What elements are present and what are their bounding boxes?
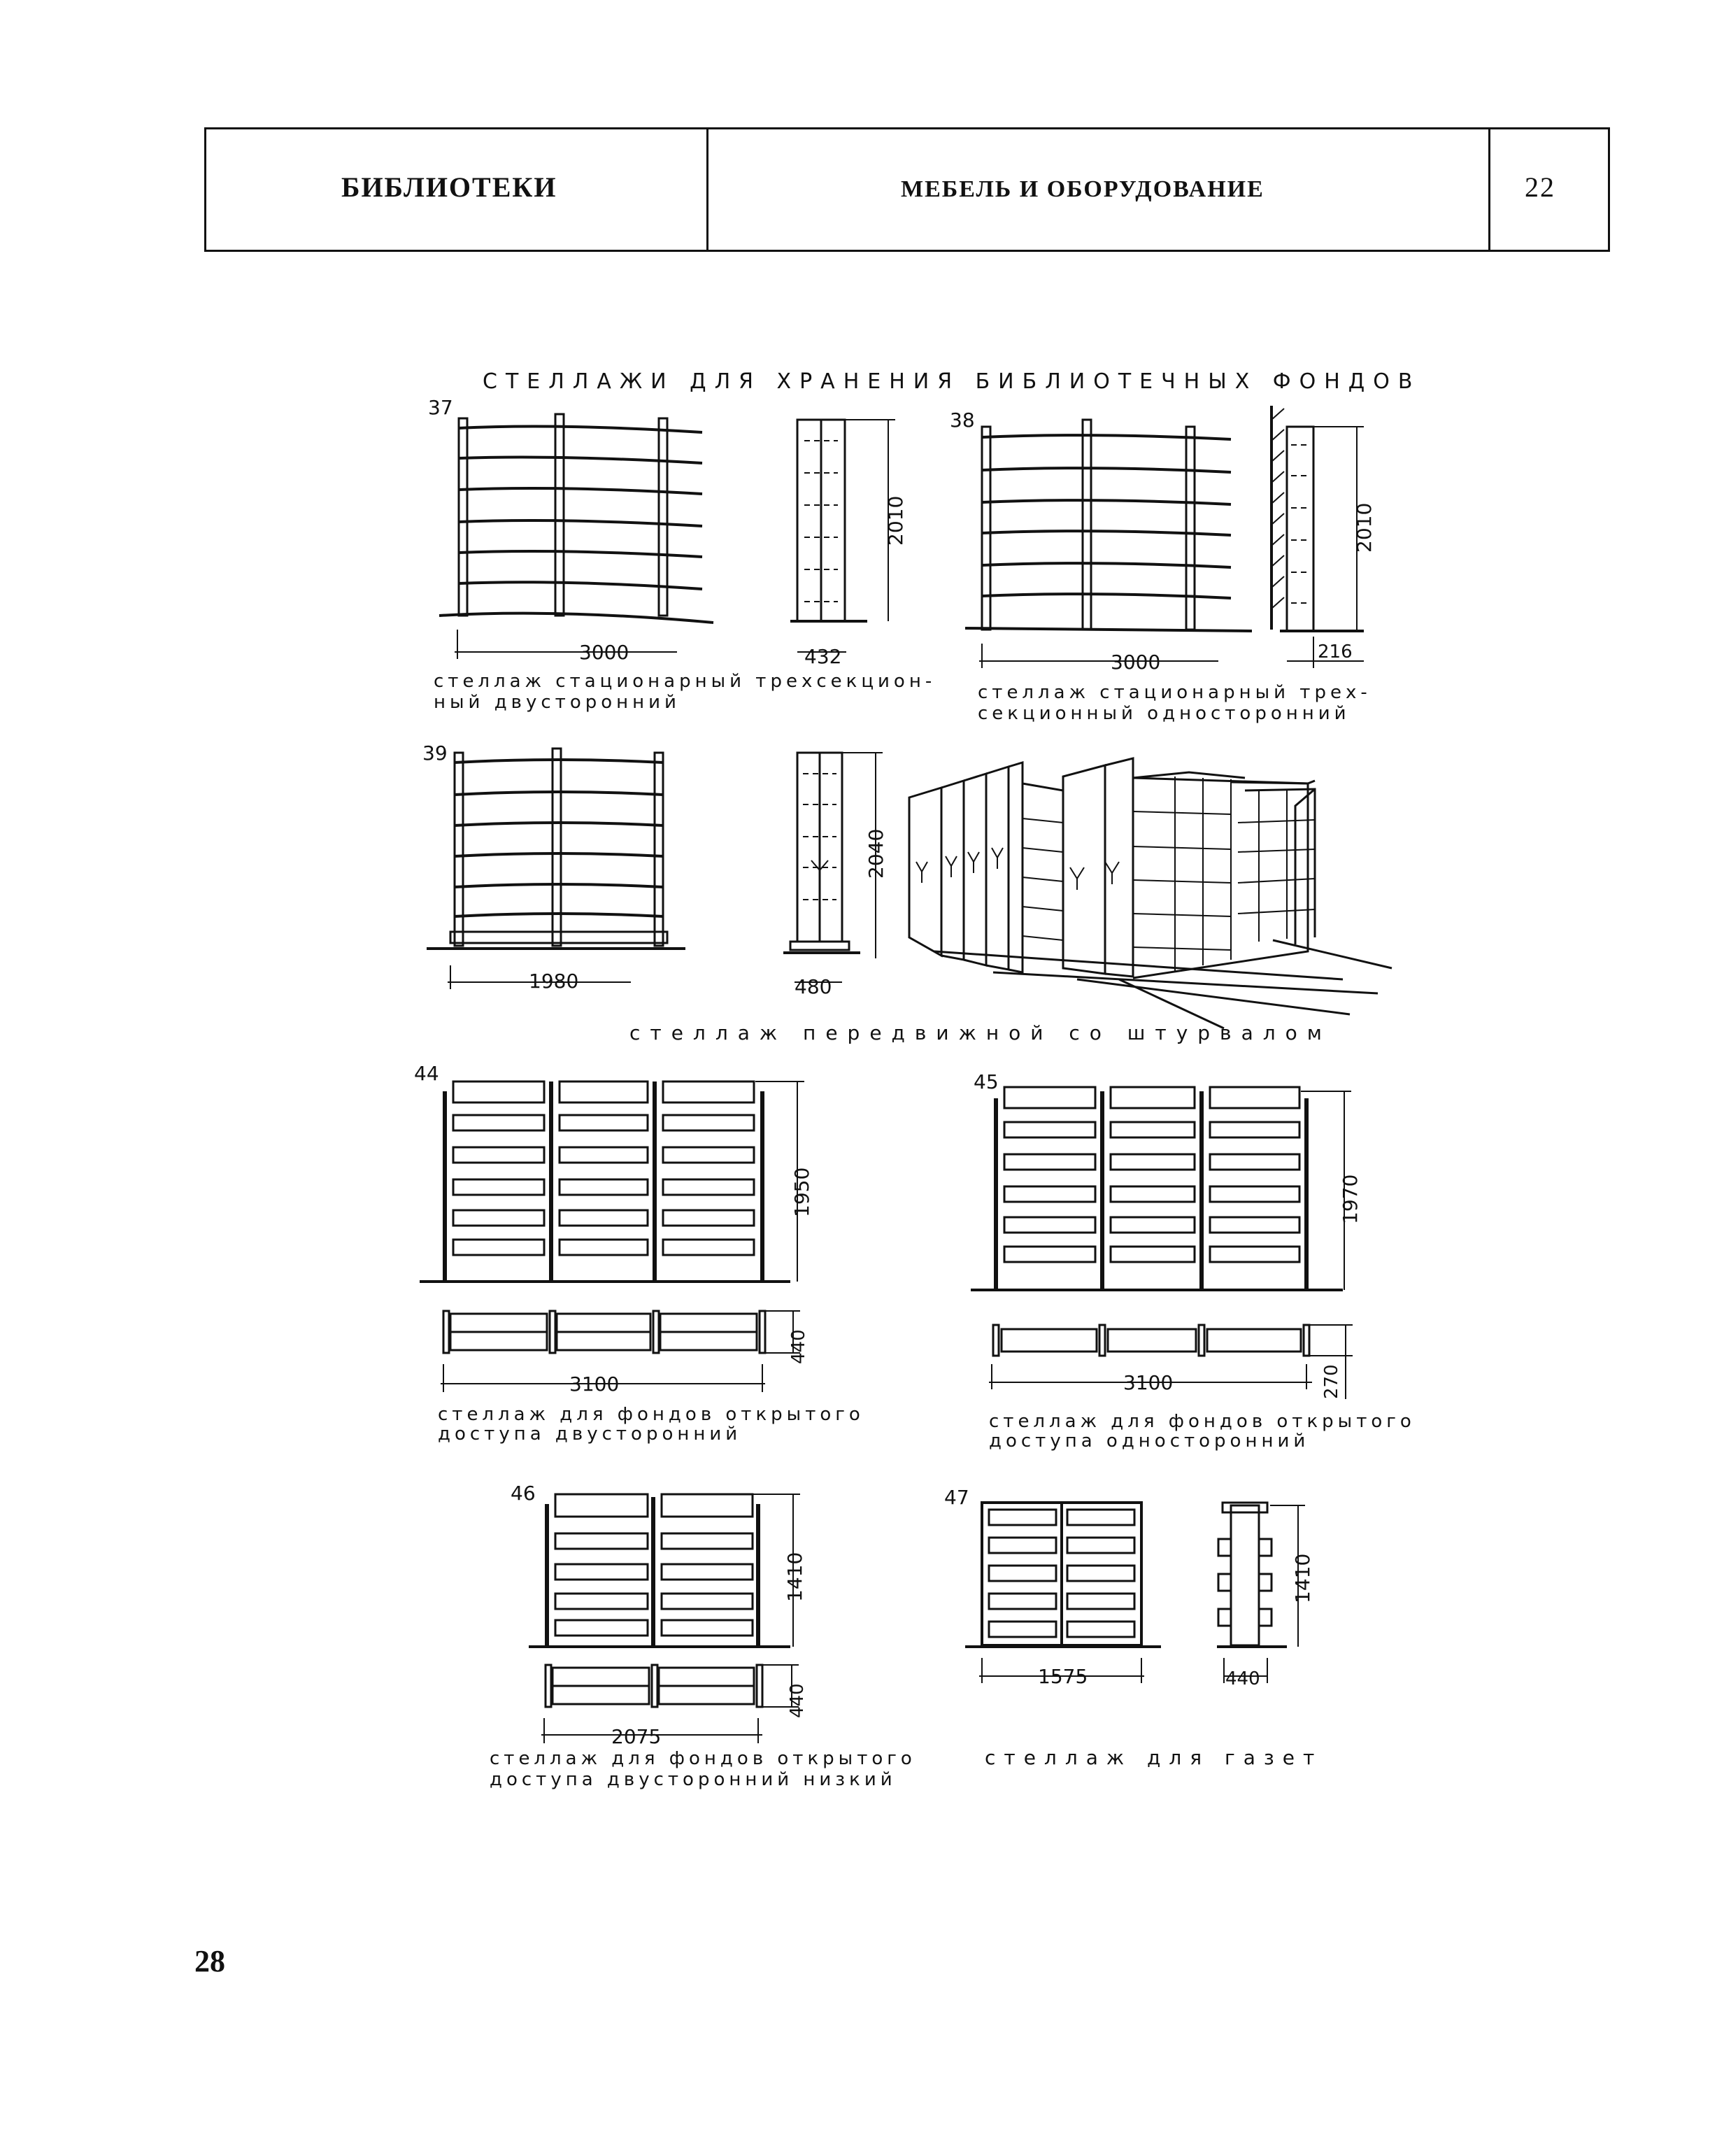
dimension-label: 2075 [611, 1725, 661, 1748]
dimension-label: 270 [1321, 1364, 1342, 1399]
dimension-label: 432 [804, 645, 841, 668]
figure-47: 47 1410 1575 [944, 1486, 1323, 1769]
figure-caption: доступа двусторонний низкий [490, 1769, 897, 1790]
dimension-label: 3000 [1111, 651, 1160, 674]
dimension-label: 3000 [579, 641, 629, 664]
figure-number: 38 [950, 409, 975, 432]
figure-37: 37 2010 3 [428, 396, 936, 713]
figure-45: 45 1970 3100 2 [971, 1070, 1416, 1452]
figure-number: 44 [414, 1062, 439, 1085]
page-number: 28 [194, 1944, 225, 1978]
figure-caption: стеллаж для фондов открытого [490, 1748, 916, 1769]
figure-caption: стеллаж стационарный трехсекцион- [434, 671, 936, 692]
header-section: БИБЛИОТЕКИ [341, 171, 557, 203]
dimension-label: 216 [1318, 641, 1353, 662]
sheet-title: СТЕЛЛАЖИ ДЛЯ ХРАНЕНИЯ БИБЛИОТЕЧНЫХ ФОНДО… [483, 369, 1420, 394]
figure-number: 45 [974, 1070, 999, 1093]
page-header: БИБЛИОТЕКИ МЕБЕЛЬ И ОБОРУДОВАНИЕ 22 [204, 127, 1610, 252]
figure-46: 46 1410 440 2075 стелл [490, 1482, 916, 1790]
figure-number: 47 [944, 1486, 969, 1509]
figure-number: 46 [511, 1482, 536, 1505]
figure-38: 38 [950, 406, 1376, 724]
mobile-shelving-perspective: стеллаж передвижной со штурвалом [629, 757, 1392, 1044]
figure-44: 44 1950 [414, 1062, 864, 1445]
figure-number: 37 [428, 396, 453, 419]
dimension-label: 1950 [790, 1168, 813, 1217]
header-bottom-rule [204, 250, 1610, 252]
figure-caption: ный двусторонний [434, 692, 681, 713]
figure-caption: стеллаж передвижной со штурвалом [629, 1021, 1332, 1044]
figure-caption: доступа двусторонний [438, 1424, 741, 1445]
header-topic: МЕБЕЛЬ И ОБОРУДОВАНИЕ [901, 176, 1265, 202]
sheet-number: 22 [1525, 171, 1555, 203]
figure-caption: секционный односторонний [978, 703, 1351, 724]
dimension-label: 1410 [783, 1552, 806, 1602]
figure-number: 39 [422, 742, 448, 765]
header-divider [204, 127, 206, 252]
dimension-label: 440 [788, 1329, 809, 1364]
dimension-label: 440 [787, 1683, 808, 1718]
figure-caption: стеллаж стационарный трех- [978, 682, 1372, 703]
dimension-label: 1410 [1291, 1554, 1314, 1603]
header-divider [1488, 127, 1490, 252]
figure-caption: доступа односторонний [989, 1431, 1309, 1452]
figure-39: 39 2040 1 [422, 742, 888, 998]
figure-caption: стеллаж для фондов открытого [989, 1411, 1416, 1432]
dimension-label: 1970 [1339, 1175, 1362, 1224]
dimension-label: 440 [1225, 1668, 1260, 1689]
header-top-rule [204, 127, 1610, 129]
dimension-label: 2010 [1353, 503, 1376, 553]
dimension-label: 3100 [1123, 1371, 1173, 1394]
figure-caption: стеллаж для фондов открытого [438, 1404, 864, 1425]
dimension-label: 3100 [569, 1373, 619, 1396]
header-divider [1608, 127, 1610, 252]
dimension-label: 2010 [884, 496, 907, 546]
dimension-label: 1575 [1038, 1665, 1088, 1688]
header-divider [706, 127, 708, 252]
figure-caption: стеллаж для газет [985, 1746, 1323, 1769]
dimension-label: 1980 [529, 970, 578, 993]
dimension-label: 480 [795, 975, 832, 998]
dimension-label: 2040 [864, 829, 888, 879]
